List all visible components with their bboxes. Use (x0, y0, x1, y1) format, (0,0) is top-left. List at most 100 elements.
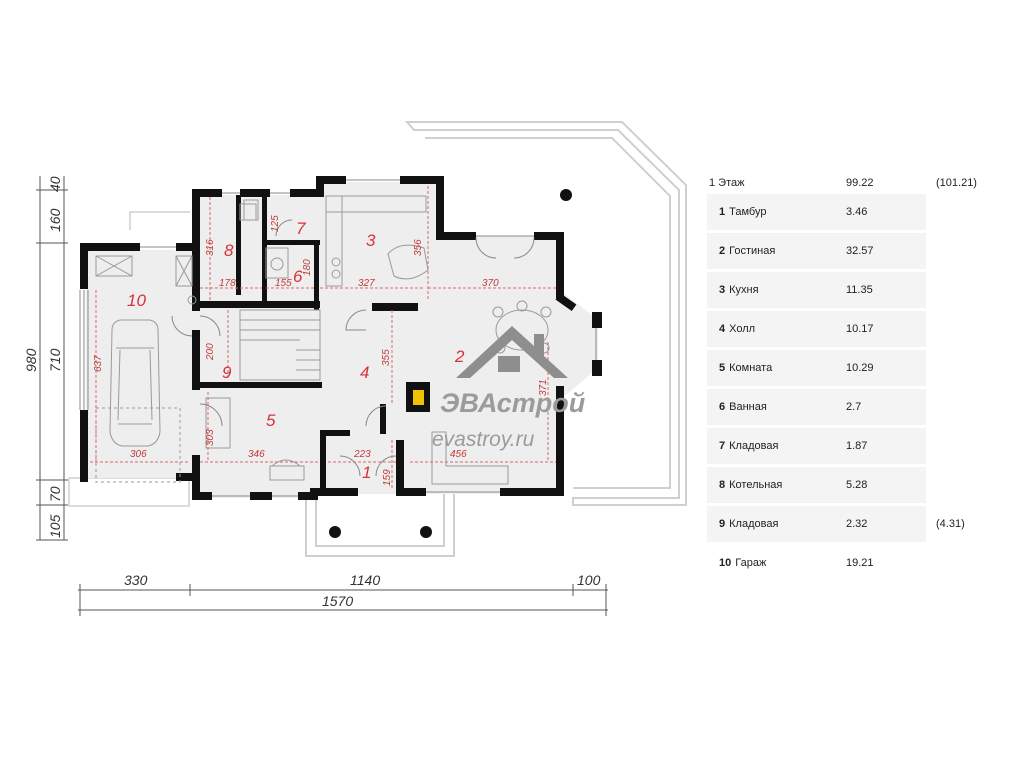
room-area: 3.46 (846, 206, 868, 218)
room-number-1: 1 (362, 463, 371, 482)
room-area: 2.32 (846, 518, 868, 530)
room-area: 19.21 (846, 557, 874, 569)
outer-dimension-lines (36, 176, 608, 616)
room-num: 1 (719, 206, 726, 218)
dim-label: 371 (538, 379, 549, 396)
room-area-extra (926, 389, 999, 425)
outer-dim-label: 1570 (322, 593, 353, 609)
dim-label: 637 (93, 355, 104, 372)
room-area-extra (926, 194, 999, 230)
room-area: 10.17 (846, 323, 874, 335)
room-area-extra (926, 233, 999, 269)
dim-label: 200 (205, 343, 216, 361)
room-number-5: 5 (266, 411, 276, 430)
room-number-2: 2 (454, 347, 465, 366)
room-num: 3 (719, 284, 726, 296)
room-num: 7 (719, 440, 726, 452)
room-area-extra (926, 428, 999, 464)
furniture (95, 195, 552, 485)
area-table-header: 1 Этаж 99.22 (101.21) (707, 172, 999, 194)
outer-dim-label: 710 (47, 348, 63, 372)
room-name: Котельная (729, 479, 783, 491)
room-num: 4 (719, 323, 726, 335)
windows (79, 179, 597, 497)
room-number-3: 3 (366, 231, 376, 250)
floor-fill (86, 182, 598, 498)
watermark-brand: ЭВАстрой (440, 388, 586, 418)
room-num: 5 (719, 362, 726, 374)
room-area-extra (926, 545, 999, 581)
room-area-extra (926, 311, 999, 347)
dim-label: 316 (205, 239, 216, 256)
walls (80, 176, 602, 500)
floor-label: 1 Этаж (709, 177, 745, 189)
dim-label: 223 (353, 449, 371, 460)
room-number-6: 6 (293, 267, 303, 286)
room-name: Гараж (735, 557, 767, 569)
room-area-extra (926, 272, 999, 308)
dim-label: 125 (270, 215, 281, 232)
room-name: Кладовая (729, 440, 779, 452)
dim-label: 178 (219, 278, 236, 289)
dim-label: 346 (248, 449, 265, 460)
outer-dim-label: 160 (47, 208, 63, 232)
room-num: 9 (719, 518, 726, 530)
outer-dim-label: 40 (47, 176, 63, 192)
floor-area: 99.22 (846, 177, 874, 189)
room-area: 1.87 (846, 440, 868, 452)
room-area: 32.57 (846, 245, 874, 257)
room-name: Комната (729, 362, 773, 374)
room-area-extra (926, 350, 999, 386)
porch (305, 491, 455, 557)
dim-label: 370 (482, 278, 499, 289)
room-number-4: 4 (360, 363, 369, 382)
dim-label: 159 (382, 469, 393, 486)
room-num: 2 (719, 245, 726, 257)
room-num: 8 (719, 479, 726, 491)
room-name: Гостиная (729, 245, 776, 257)
dim-label: 155 (275, 278, 292, 289)
outer-dim-label: 100 (577, 572, 601, 588)
outer-dim-label: 70 (47, 486, 63, 502)
outer-dim-label: 980 (23, 348, 39, 372)
dim-label: 456 (450, 449, 467, 460)
room-num: 10 (719, 557, 732, 569)
doors (171, 219, 535, 477)
watermark-site: evastroy.ru (432, 428, 535, 451)
room-number-7: 7 (296, 219, 306, 238)
room-number-8: 8 (224, 241, 234, 260)
room-area: 10.29 (846, 362, 874, 374)
floor-area-extra: (101.21) (936, 177, 977, 189)
dim-label: 303 (205, 429, 216, 446)
room-name: Ванная (729, 401, 767, 413)
terrace-outline (404, 121, 687, 506)
room-name: Кладовая (729, 518, 779, 530)
outer-dim-label: 1140 (350, 572, 380, 588)
room-area-extra (926, 467, 999, 503)
inner-dimension-lines (90, 186, 556, 490)
dim-label: 355 (381, 349, 392, 366)
room-area: 2.7 (846, 401, 862, 413)
dim-label: 327 (358, 278, 375, 289)
room-area: 5.28 (846, 479, 868, 491)
